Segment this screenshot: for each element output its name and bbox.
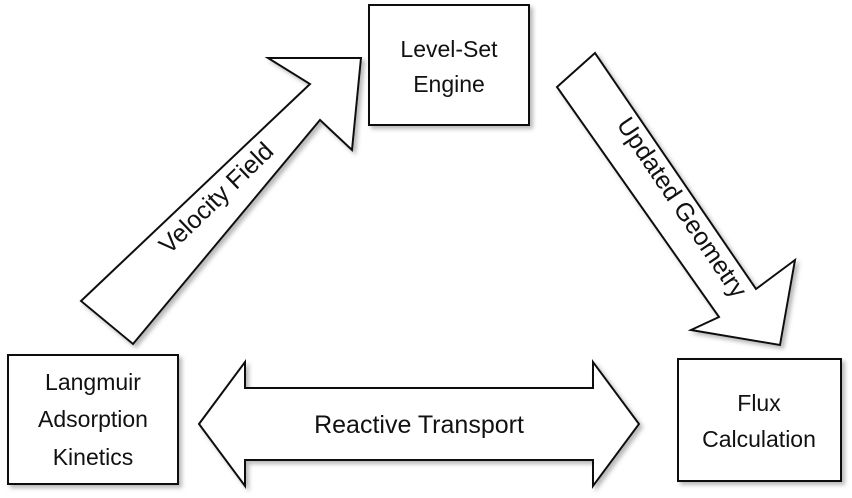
level-set-engine-line-1: Level-Set	[400, 36, 498, 62]
updated-geometry-arrow: Updated Geometry	[555, 51, 797, 347]
flux-calculation-box: Flux Calculation	[677, 358, 842, 482]
level-set-engine-box: Level-Set Engine	[368, 4, 530, 126]
level-set-engine-line-2: Engine	[413, 71, 485, 97]
langmuir-line-3: Kinetics	[53, 444, 134, 470]
reactive-transport-arrow: Reactive Transport	[197, 358, 641, 490]
flux-calculation-line-2: Calculation	[702, 426, 816, 452]
velocity-field-arrow: Velocity Field	[79, 57, 363, 346]
langmuir-line-2: Adsorption	[38, 406, 148, 432]
reactive-transport-label: Reactive Transport	[314, 411, 524, 439]
flux-calculation-line-1: Flux	[737, 390, 781, 416]
langmuir-adsorption-kinetics-box: Langmuir Adsorption Kinetics	[7, 354, 179, 485]
langmuir-line-1: Langmuir	[45, 369, 141, 395]
updated-geometry-label: Updated Geometry	[611, 112, 753, 303]
